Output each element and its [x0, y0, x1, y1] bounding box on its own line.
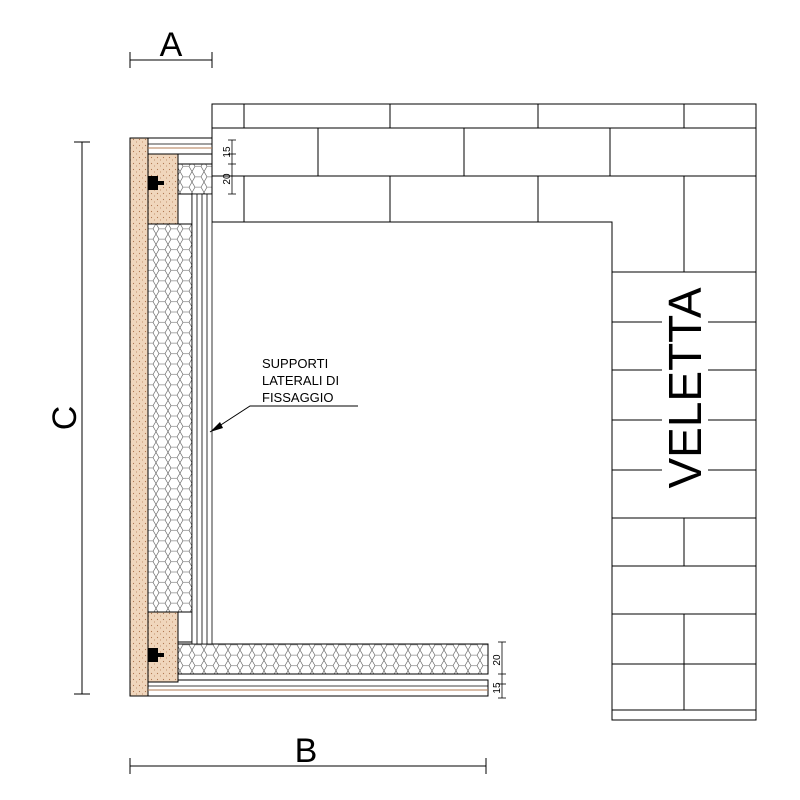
dimension-a [129, 52, 213, 68]
dimension-b [129, 758, 487, 774]
annotation-line-1: SUPPORTI [262, 356, 328, 371]
vertical-insulation [147, 153, 213, 683]
dimension-bottom-small [498, 641, 506, 699]
wall-label-bg [662, 300, 708, 480]
render-layer [129, 137, 489, 697]
dimension-top-small-15: 15 [222, 146, 233, 158]
dimension-b-label: B [295, 732, 318, 770]
dimension-c-label: C [46, 406, 84, 431]
annotation-line-2: LATERALI DI [262, 373, 339, 388]
anchor-bottom [148, 648, 164, 662]
dimension-bottom-small-20: 20 [492, 654, 503, 666]
annotation-line-3: FISSAGGIO [262, 390, 334, 405]
wall-label: VELETTA [659, 287, 711, 488]
horizontal-insulation [177, 643, 489, 675]
dimension-c [74, 141, 90, 695]
dimension-bottom-small-15: 15 [492, 682, 503, 694]
fixing-support-profile [191, 193, 213, 645]
dimension-top-small-20: 20 [222, 173, 233, 185]
dimension-a-label: A [160, 26, 183, 64]
dimension-top-small [228, 139, 236, 195]
annotation-arrowhead [210, 422, 223, 432]
annotation-leader [209, 405, 358, 433]
anchor-top [148, 176, 164, 190]
